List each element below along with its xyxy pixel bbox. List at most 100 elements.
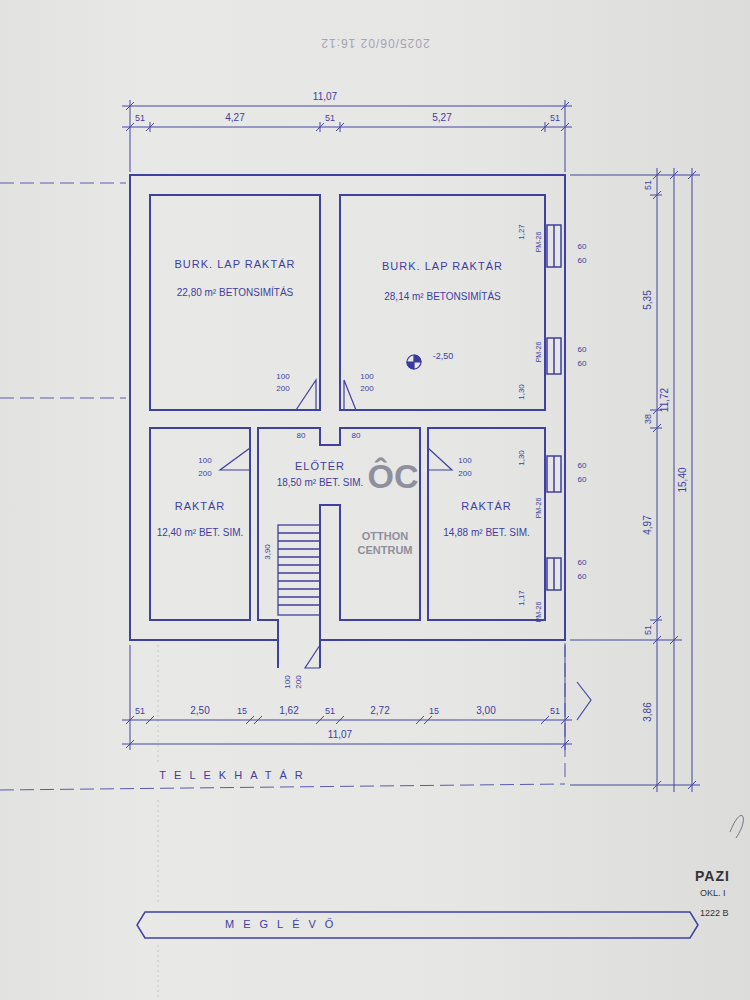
dimension-label: 100 [284,675,292,688]
dimension-label: 1,30 [518,450,526,466]
room-area: 22,80 m² BETONSIMÍTÁS [155,287,315,299]
dimension-label: 60 [578,360,587,368]
dimension-label: 51 [550,707,560,716]
room-area: 18,50 m² BET. SIM. [272,477,368,489]
dimension-label: 60 [578,476,587,484]
dimension-label: 51 [550,114,560,123]
dimension-label: 3,86 [643,702,653,721]
dimension-label: 200 [276,385,289,393]
door-swing [428,448,452,470]
guide-line [0,183,126,184]
dimension-label: 60 [578,346,587,354]
dimension-line [126,716,569,748]
guide-line [0,784,565,790]
dimension-label: 1,17 [518,590,526,606]
dimension-label: 60 [578,257,587,265]
dimension-label: PM-26 [535,498,542,519]
dimension-label: 51 [135,114,145,123]
dimension-label: 60 [578,573,587,581]
dimension-label: 51 [644,625,653,635]
band-label: MEGLÉVŐ [225,918,700,931]
level-marker [407,355,421,369]
dimension-line [657,168,692,792]
wall [130,175,565,668]
room-label-area: BURK. LAP RAKTÁR28,14 m² BETONSIMÍTÁS [345,260,540,303]
dimension-label: 3,90 [264,544,272,560]
dimension-label: PM-26 [535,602,542,623]
window [553,225,555,590]
watermark-text: OTTHON CENTRUM [354,529,416,558]
room-area: 14,88 m² BET. SIM. [430,527,543,539]
wall [150,195,320,410]
stair [278,525,320,615]
room-label-area: ELŐTÉR18,50 m² BET. SIM. [272,460,368,489]
firm-detail: OKL. I [700,889,726,898]
dimension-label: 51 [135,707,145,716]
dimension-label: 4,27 [225,113,244,123]
signature [730,815,743,838]
wall [428,428,545,620]
dimension-label: 51 [644,180,653,190]
guide-line [0,183,565,790]
north-pointer [577,682,591,720]
room-area: 28,14 m² BETONSIMÍTÁS [345,291,540,303]
wall [150,428,250,620]
band-outline [137,912,698,938]
room-name: RAKTÁR [152,500,248,513]
stair [278,533,320,605]
firm-detail: 1222 B [700,909,729,918]
paper-fold [158,645,159,765]
dimension-label: 100 [198,457,211,465]
dimension-line [122,106,572,127]
paper-fold [158,645,159,1000]
dimension-label: 200 [198,470,211,478]
dimension-label: 11,07 [328,730,352,740]
door-swing [220,448,250,470]
dimension-label: 5,35 [643,290,653,309]
room-name: RAKTÁR [430,500,543,513]
door-swing [305,645,320,668]
firm-name: PAZI [695,869,730,883]
dimension-label: 51 [325,707,335,716]
level-marker [407,355,421,369]
room-label-area: RAKTÁR 14,88 m² BET. SIM. [430,500,543,539]
dimension-label: 60 [578,243,587,251]
paper-fold [158,945,159,1000]
dimension-line [126,102,569,131]
existing-building-band: MEGLÉVŐ [135,910,700,940]
dimension-label: 15 [429,707,439,716]
dimension-label: 15,40 [678,467,688,492]
dimension-line [653,171,696,789]
guide-line [0,398,126,399]
stair [278,525,320,615]
dimension-label: 200 [295,675,303,688]
door-swing [344,380,356,410]
dimension-label: 3,00 [476,706,495,716]
dimension-label: 200 [360,385,373,393]
dimension-label: 100 [458,457,471,465]
boundary-label: TELEKHATÁR [159,770,310,781]
door-swing [220,380,452,668]
dimension-label: 51 [325,114,335,123]
dimension-label: 1,27 [518,224,526,240]
dimension-label: 11,72 [660,388,670,412]
dimension-label: 100 [360,373,373,381]
band-outline [135,910,700,940]
wall [130,175,565,640]
room-name: BURK. LAP RAKTÁR [155,258,315,271]
dimension-label: 80 [352,432,361,440]
room-label-area: BURK. LAP RAKTÁR 22,80 m² BETONSIMÍTÁS [155,258,315,299]
dimension-label: 11,07 [313,92,337,102]
dimension-label: 15 [237,707,247,716]
dimension-label: 38 [644,414,653,424]
dimension-line [130,645,565,750]
dimension-label: 60 [578,559,587,567]
dimension-label: -2,50 [433,352,454,361]
level-marker [407,362,414,369]
timestamp: 2025/06/02 16:12 [320,37,429,49]
north-pointer [577,682,591,720]
signature [730,815,743,838]
dimension-label: PM-26 [535,342,542,363]
